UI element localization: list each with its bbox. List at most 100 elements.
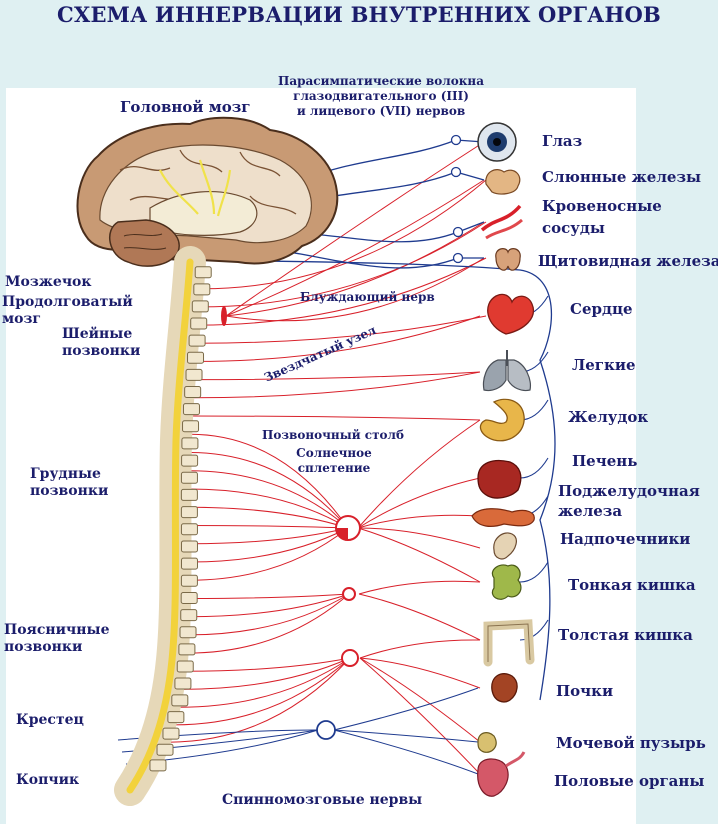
spinal-column	[114, 246, 212, 806]
label-coccyx: Копчик	[16, 772, 80, 788]
sympathetic-fiber	[225, 221, 485, 317]
label-lungs: Легкие	[572, 356, 636, 374]
head-ganglion	[452, 226, 464, 238]
vertebra	[179, 626, 197, 639]
sympathetic-fiber	[186, 593, 350, 654]
vertebra	[180, 506, 198, 519]
sympathetic-fiber	[192, 371, 481, 399]
label-adrenal-glands: Надпочечники	[560, 530, 691, 548]
sympathetic-fiber	[189, 506, 349, 529]
sympathetic-fiber	[359, 639, 481, 659]
thyroid-icon	[495, 248, 521, 271]
sympathetic-fiber	[359, 657, 481, 775]
vertebra	[190, 317, 208, 330]
label-medulla-line-2: мозг	[2, 310, 42, 327]
vertebra	[178, 643, 196, 656]
parasympathetic-ganglia	[450, 134, 464, 264]
label-parasympathetic-line-3: и лицевого (VII) нервов	[296, 104, 466, 118]
vertebra	[193, 283, 211, 296]
vertebra	[167, 711, 185, 724]
vertebra	[180, 557, 198, 570]
bladder-icon	[477, 732, 497, 753]
sympathetic-fiber	[178, 657, 351, 708]
sympathetic-fiber	[357, 527, 481, 583]
label-blood-vessels: Кровеносные сосуды	[542, 196, 662, 240]
kidney-icon	[491, 673, 518, 703]
vertebra	[182, 420, 200, 433]
label-eye: Глаз	[542, 132, 583, 150]
label-small-intestine: Тонкая кишка	[568, 576, 696, 594]
label-salivary-glands: Слюнные железы	[542, 168, 702, 186]
stellate-ganglion	[221, 306, 227, 326]
vertebra	[181, 454, 199, 467]
label-pancreas-line-2: железа	[558, 501, 623, 520]
vertebra	[185, 368, 203, 381]
superior-mesenteric-ganglion	[342, 587, 356, 601]
vertebra	[174, 677, 192, 690]
label-blood-vessels-line-1: Кровеносные	[542, 197, 662, 215]
vagus-branch	[519, 457, 549, 479]
label-solar-line-1: Солнечное	[296, 446, 372, 460]
label-cerebellum: Мозжечок	[5, 274, 92, 290]
label-liver: Печень	[572, 452, 638, 470]
sympathetic-nerves	[119, 139, 487, 775]
vertebra	[180, 574, 198, 587]
stomach-icon	[479, 398, 525, 442]
label-lumbar-line-1: Поясничные	[4, 622, 110, 638]
vertebra	[180, 540, 198, 553]
vertebra	[188, 334, 206, 347]
diagram-title: СХЕМА ИННЕРВАЦИИ ВНУТРЕННИХ ОРГАНОВ	[57, 2, 661, 27]
sympathetic-fiber	[189, 593, 350, 599]
vertebra	[182, 403, 200, 416]
sympathetic-fiber	[190, 433, 349, 529]
sympathetic-fiber	[358, 580, 481, 595]
pelvic-fiber	[333, 729, 479, 743]
sympathetic-fiber	[357, 514, 481, 529]
sympathetic-fiber	[188, 593, 350, 618]
label-genitals: Половые органы	[554, 772, 705, 790]
sympathetic-fiber	[225, 141, 485, 317]
label-bladder: Мочевой пузырь	[556, 734, 706, 752]
blood-vessels-icon	[480, 204, 523, 240]
vertebra	[162, 727, 180, 740]
sympathetic-fiber	[189, 470, 349, 529]
sympathetic-fiber	[182, 657, 351, 690]
genitals-icon	[477, 751, 526, 797]
vagus-branch	[519, 561, 549, 583]
label-parasympathetic-line-1: Парасимпатические волокна	[278, 74, 484, 88]
label-lumbar-line-2: позвонки	[4, 638, 83, 655]
sympathetic-fiber	[189, 527, 349, 563]
label-vagus-nerve: Блуждающий нерв	[300, 290, 435, 304]
liver-icon	[477, 459, 522, 499]
label-blood-vessels-line-2: сосуды	[542, 218, 605, 237]
vertebra	[180, 523, 198, 536]
sympathetic-fiber	[168, 657, 351, 743]
label-pancreas-line-1: Поджелудочная	[558, 482, 700, 500]
label-kidneys: Почки	[556, 682, 614, 700]
head-ganglion	[450, 134, 462, 146]
label-vertebral-column: Позвоночный столб	[262, 428, 405, 442]
vertebra	[176, 660, 194, 673]
label-parasympathetic-fibers: Парасимпатические волокна глазодвигатель…	[266, 74, 496, 119]
salivary-gland-icon	[485, 169, 521, 195]
sympathetic-fiber	[184, 657, 351, 672]
label-thoracic-line-2: позвонки	[30, 482, 109, 499]
vertebra	[187, 351, 205, 364]
pelvic-ganglion	[316, 720, 336, 740]
lungs-icon	[482, 350, 531, 392]
label-parasympathetic-line-2: глазодвигательного (III)	[293, 89, 469, 103]
label-thoracic-vertebrae: Грудные позвонки	[30, 466, 108, 500]
sympathetic-fiber	[195, 315, 481, 362]
vertebra	[180, 609, 198, 622]
sympathetic-fiber	[357, 419, 481, 529]
pancreas-icon	[471, 508, 535, 527]
sympathetic-fiber	[225, 257, 485, 322]
vertebra	[171, 694, 189, 707]
label-sacrum: Крестец	[16, 712, 84, 728]
brain-icon	[76, 116, 339, 267]
sympathetic-fiber	[201, 179, 487, 290]
heart-icon	[487, 293, 534, 335]
sympathetic-fiber	[196, 315, 487, 344]
vagus-branch	[519, 619, 549, 641]
